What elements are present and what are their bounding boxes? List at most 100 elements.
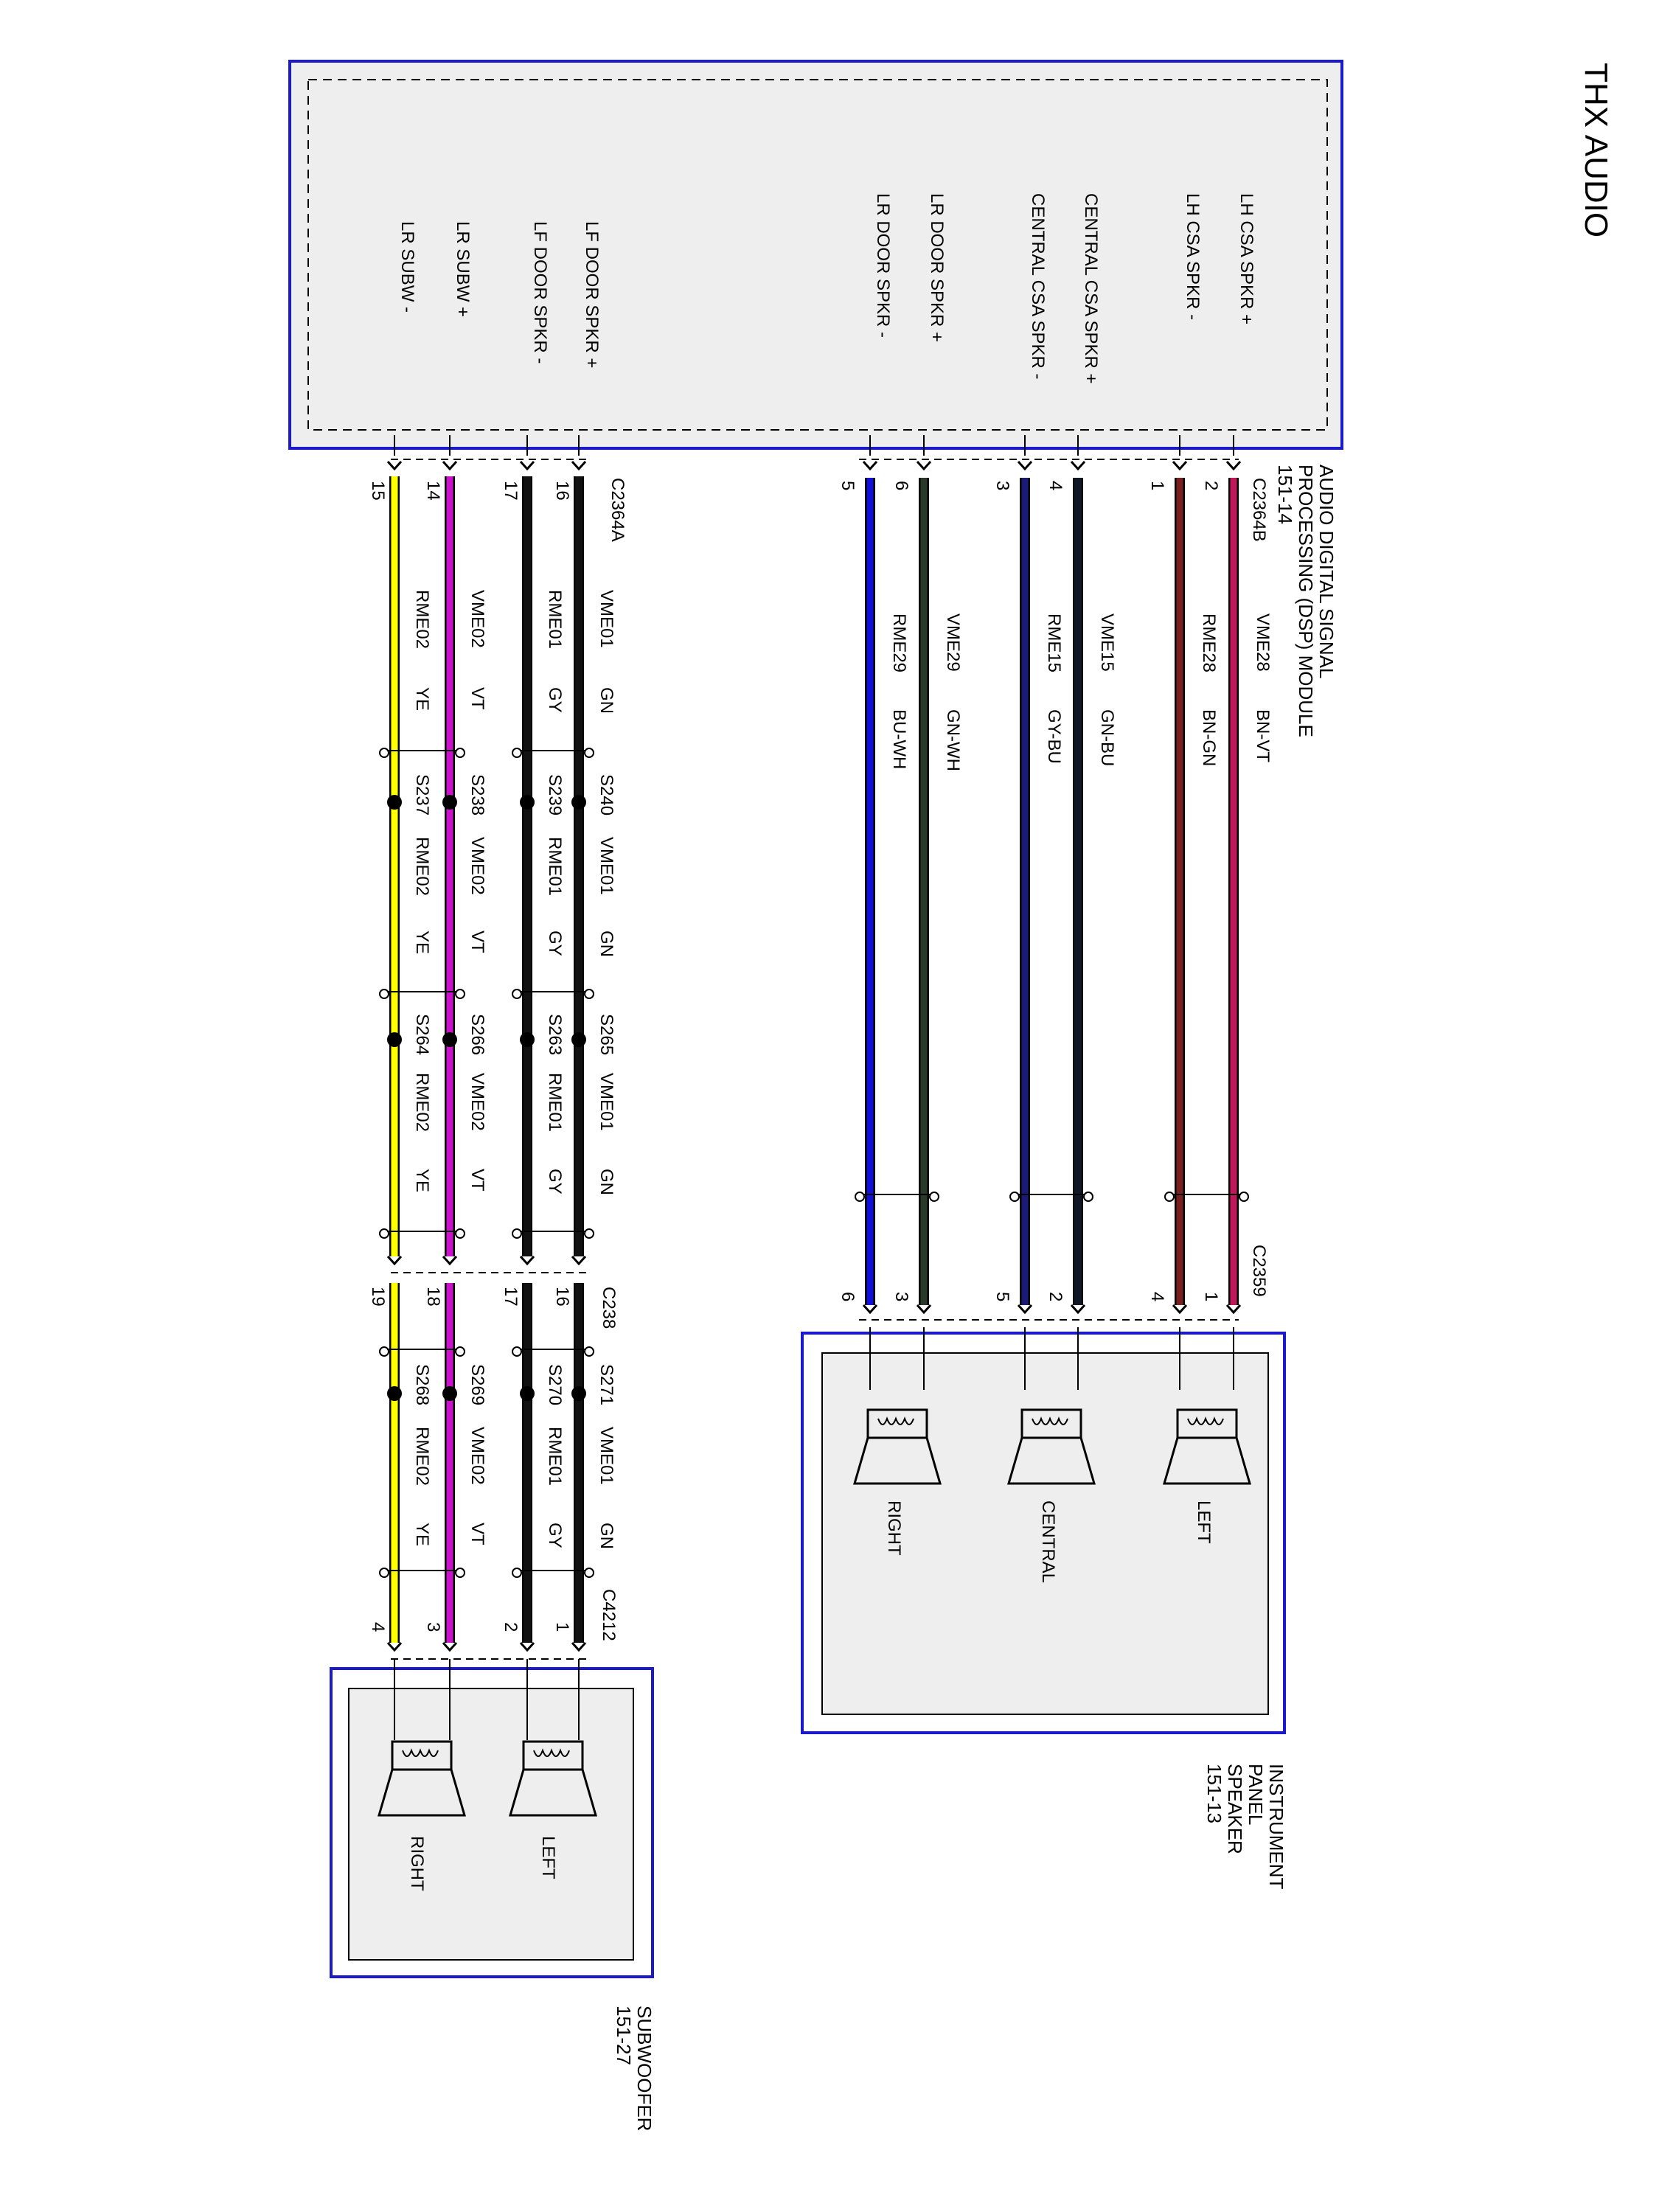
ip-speaker-label-2: CENTRAL xyxy=(1038,1500,1058,1583)
dsp-label-line-2: PROCESSING (DSP) MODULE xyxy=(1295,465,1317,737)
sub-twist-c-2-loop-left xyxy=(512,1568,522,1578)
ip-wire-1-dsp-arrow xyxy=(1225,460,1242,471)
ip-wire-4-ip-pin: 5 xyxy=(992,1292,1012,1301)
sub-twist-a-2-loop-left xyxy=(512,989,522,999)
ip-wire-5-color: GN-WH xyxy=(943,709,963,771)
sub-wire-4-mid-pin: 19 xyxy=(368,1287,388,1307)
ip-speaker-label-3: RIGHT xyxy=(884,1500,904,1556)
sub-wire-2-splice-1-dot xyxy=(520,795,535,810)
ip-wire-2-ip-arrow xyxy=(1172,1304,1188,1315)
sub-wire-3-splice-2: S266 xyxy=(467,1014,487,1055)
ip-wire-1-ip-pin: 1 xyxy=(1201,1292,1221,1301)
ip-twist-central-loop-right xyxy=(1083,1192,1093,1202)
dsp-module-label: AUDIO DIGITAL SIGNAL PROCESSING (DSP) MO… xyxy=(1274,465,1338,737)
subwoofer-label-line-2: 151-27 xyxy=(613,2006,635,2065)
sub-wire-4-splice-3: S268 xyxy=(412,1364,432,1405)
sub-wire-1-splice-1-dot xyxy=(571,795,586,810)
dsp-label-line-1: AUDIO DIGITAL SIGNAL xyxy=(1315,465,1338,678)
ip-wire-4-dsp-pin: 3 xyxy=(992,481,1012,490)
ip-wire-5-module-label: LR DOOR SPKR + xyxy=(927,193,947,342)
diagram-title: THX AUDIO xyxy=(1578,63,1614,237)
sub-twist-b-3-loop-right xyxy=(455,1228,465,1239)
sub-wire-4-splice-2-dot xyxy=(387,1032,402,1047)
sub-wire-2-color-4: GY xyxy=(545,1523,565,1548)
ip-wire-4-ip-arrow xyxy=(1017,1304,1033,1315)
subwoofer-label: SUBWOOFER 151-27 xyxy=(613,2006,655,2131)
sub-twist-b-1-loop-right xyxy=(455,748,465,758)
sub-wire-2-splice-1: S239 xyxy=(545,774,565,815)
sub-wire-1-circuit-1: VME01 xyxy=(597,590,616,648)
sub-wire-3-end-arrow xyxy=(442,1641,458,1652)
subwoofer-speaker-2-coil-winding xyxy=(402,1748,439,1757)
sub-wire-4-color-1: YE xyxy=(412,687,432,711)
sub-wire-2-circuit-4: RME01 xyxy=(545,1427,565,1486)
sub-wire-1-mid-pin: 16 xyxy=(552,1287,572,1307)
sub-wire-2-dsp-arrow xyxy=(519,460,535,471)
sub-wire-3-module-label: LR SUBW + xyxy=(453,221,473,317)
sub-wire-1-splice-2-dot xyxy=(571,1032,586,1047)
sub-wire-3-circuit-4: VME02 xyxy=(467,1427,487,1485)
subwoofer-speaker-label-2: RIGHT xyxy=(407,1836,427,1891)
sub-wire-1-circuit-4: VME01 xyxy=(597,1427,616,1485)
ip-twist-left-loop-right xyxy=(1239,1192,1249,1202)
ip-speaker-1-coil-winding xyxy=(1187,1416,1224,1425)
ip-wire-1-ip-arrow xyxy=(1225,1304,1242,1315)
sub-wire-1-color-4: GN xyxy=(597,1523,616,1549)
dsp-connector-a-label: C2364A xyxy=(608,478,627,542)
ip-wire-6-color: BU-WH xyxy=(889,709,909,769)
ip-wire-4-module-label: CENTRAL CSA SPKR - xyxy=(1028,193,1048,380)
sub-wire-4-dsp-pin: 15 xyxy=(368,481,388,501)
sub-twist-c-1-loop-right xyxy=(584,1346,594,1357)
sub-wire-4-color-3: YE xyxy=(412,1169,432,1192)
sub-wire-4-end-arrow xyxy=(386,1641,403,1652)
ip-wire-6-dsp-arrow xyxy=(862,460,878,471)
ip-speaker-2-cone xyxy=(1007,1436,1096,1485)
sub-wire-3-end-pin: 3 xyxy=(423,1622,443,1632)
sub-wire-2-circuit-1: RME01 xyxy=(545,590,565,649)
subwoofer-speaker-1-cone xyxy=(509,1768,597,1817)
sub-wire-1-color-1: GN xyxy=(597,687,616,714)
ip-wire-4-color: GY-BU xyxy=(1044,709,1064,764)
sub-wire-3-circuit-3: VME02 xyxy=(467,1073,487,1131)
ip-speaker-1-coil xyxy=(1176,1408,1238,1439)
sub-twist-b-2-loop-right xyxy=(455,989,465,999)
ip-wire-2-dsp-pin: 1 xyxy=(1147,481,1167,490)
subwoofer-speaker-1-coil-winding xyxy=(533,1748,570,1757)
sub-wire-1-color-2: GN xyxy=(597,931,616,957)
sub-wire-4-dsp-arrow xyxy=(386,460,403,471)
ip-label-line-3: SPEAKER xyxy=(1224,1764,1246,1854)
sub-twist-b-2-loop-left xyxy=(379,989,389,999)
subwoofer-speaker-label-1: LEFT xyxy=(538,1836,558,1879)
sub-wire-3-color-3: VT xyxy=(467,1169,487,1192)
ip-wire-2-circuit: RME28 xyxy=(1199,613,1219,672)
dsp-module-inner-dashed xyxy=(307,79,1328,431)
sub-wire-1-splice-3-dot xyxy=(571,1386,586,1401)
sub-wire-4-splice-2: S264 xyxy=(412,1014,432,1055)
ip-label-line-2: PANEL xyxy=(1245,1764,1267,1825)
sub-wire-4-module-label: LR SUBW - xyxy=(397,221,417,313)
sub-wire-3-mid-pin: 18 xyxy=(423,1287,443,1307)
sub-wire-4-color-2: YE xyxy=(412,931,432,954)
ip-speaker-3-coil-winding xyxy=(877,1416,914,1425)
sub-wire-3-splice-1: S238 xyxy=(467,774,487,815)
ip-label-line-1: INSTRUMENT xyxy=(1265,1764,1287,1890)
ip-speaker-1-cone xyxy=(1163,1436,1251,1485)
sub-wire-4-circuit-4: RME02 xyxy=(412,1427,432,1486)
ip-wire-4-dsp-arrow xyxy=(1017,460,1033,471)
ip-wire-3-module-label: CENTRAL CSA SPKR + xyxy=(1081,193,1101,384)
sub-twist-a-1-loop-left xyxy=(512,748,522,758)
sub-wire-2-splice-2: S263 xyxy=(545,1014,565,1055)
ip-wire-1-circuit: VME28 xyxy=(1253,613,1273,672)
subwoofer-speaker-2-coil xyxy=(391,1740,453,1771)
ip-wire-6-ip-pin: 6 xyxy=(838,1292,858,1301)
sub-twist-a-3-loop-left xyxy=(512,1228,522,1239)
sub-wire-1-splice-1: S240 xyxy=(597,774,616,815)
ip-wire-3-dsp-pin: 4 xyxy=(1046,481,1065,490)
sub-wire-2-splice-3-dot xyxy=(520,1386,535,1401)
sub-twist-d-1-loop-right xyxy=(455,1346,465,1357)
ip-wire-1-color: BN-VT xyxy=(1253,709,1273,762)
subwoofer-mid-connector-label: C238 xyxy=(599,1287,619,1329)
sub-wire-3-color-1: VT xyxy=(467,687,487,710)
ip-wire-5-dsp-pin: 6 xyxy=(891,481,911,490)
